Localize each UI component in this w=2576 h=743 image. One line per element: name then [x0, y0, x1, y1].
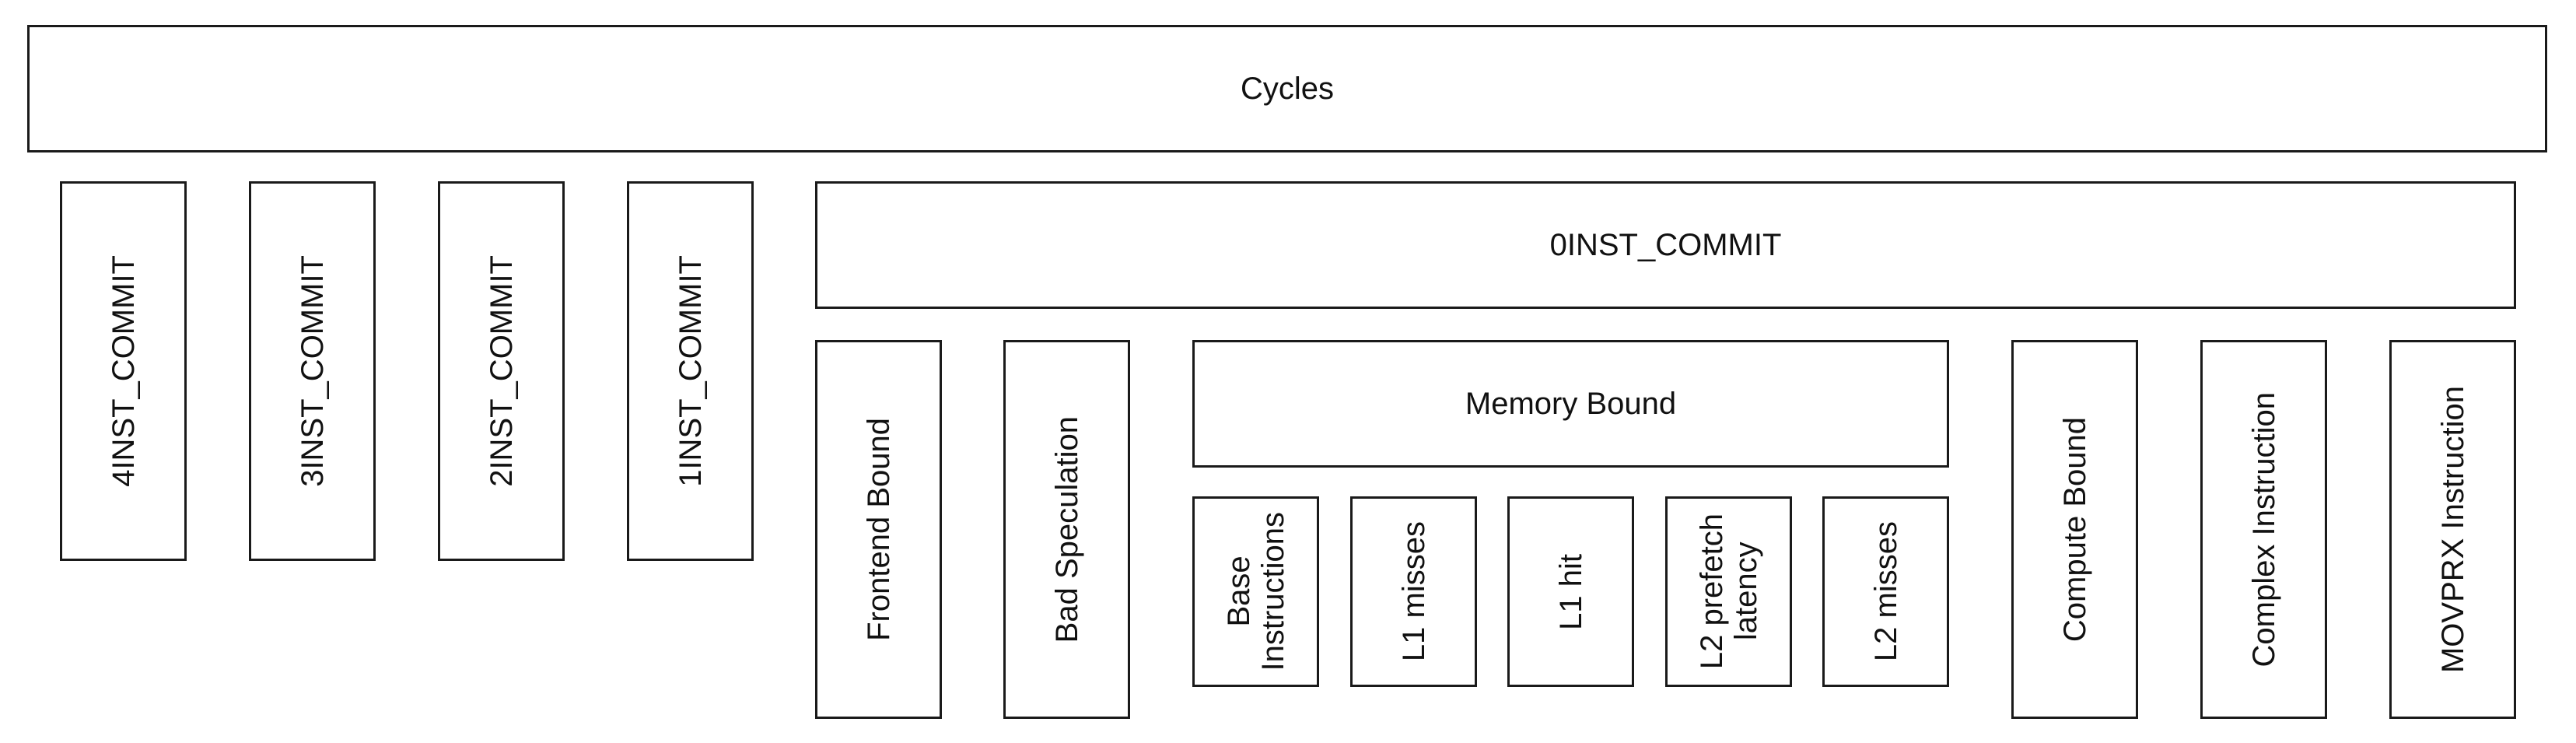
commit-2-label: 2INST_COMMIT: [484, 255, 519, 487]
l1-hit-box: L1 hit: [1507, 496, 1634, 687]
l2-misses-box: L2 misses: [1822, 496, 1949, 687]
bad-speculation-label: Bad Speculation: [1049, 415, 1084, 643]
commit-1-label: 1INST_COMMIT: [673, 255, 708, 487]
memory-bound-label: Memory Bound: [1465, 387, 1677, 421]
commit-4-box: 4INST_COMMIT: [60, 181, 187, 561]
l2-prefetch-latency-label: L2 prefetch latency: [1694, 513, 1763, 670]
l1-hit-label: L1 hit: [1553, 553, 1588, 630]
zero-commit-box: 0INST_COMMIT: [815, 181, 2516, 309]
frontend-bound-label: Frontend Bound: [861, 418, 896, 641]
movprx-instruction-box: MOVPRX Instruction: [2389, 340, 2516, 719]
l2-misses-label: L2 misses: [1868, 521, 1903, 662]
memory-bound-box: Memory Bound: [1192, 340, 1949, 468]
commit-1-box: 1INST_COMMIT: [627, 181, 754, 561]
l2-prefetch-latency-box: L2 prefetch latency: [1665, 496, 1792, 687]
base-instructions-label: Base Instructions: [1221, 512, 1290, 671]
movprx-instruction-label: MOVPRX Instruction: [2435, 385, 2470, 673]
commit-4-label: 4INST_COMMIT: [106, 255, 141, 487]
bad-speculation-box: Bad Speculation: [1003, 340, 1130, 719]
zero-commit-label: 0INST_COMMIT: [1549, 228, 1782, 262]
compute-bound-label: Compute Bound: [2057, 416, 2092, 643]
complex-instruction-label: Complex Instruction: [2246, 391, 2281, 668]
cycles-box: Cycles: [27, 25, 2547, 152]
cycles-label: Cycles: [1240, 72, 1335, 106]
l1-misses-box: L1 misses: [1350, 496, 1477, 687]
commit-3-box: 3INST_COMMIT: [249, 181, 376, 561]
commit-3-label: 3INST_COMMIT: [295, 255, 330, 487]
frontend-bound-box: Frontend Bound: [815, 340, 942, 719]
commit-2-box: 2INST_COMMIT: [438, 181, 565, 561]
l1-misses-label: L1 misses: [1396, 521, 1431, 662]
complex-instruction-box: Complex Instruction: [2200, 340, 2327, 719]
compute-bound-box: Compute Bound: [2011, 340, 2138, 719]
base-instructions-box: Base Instructions: [1192, 496, 1319, 687]
